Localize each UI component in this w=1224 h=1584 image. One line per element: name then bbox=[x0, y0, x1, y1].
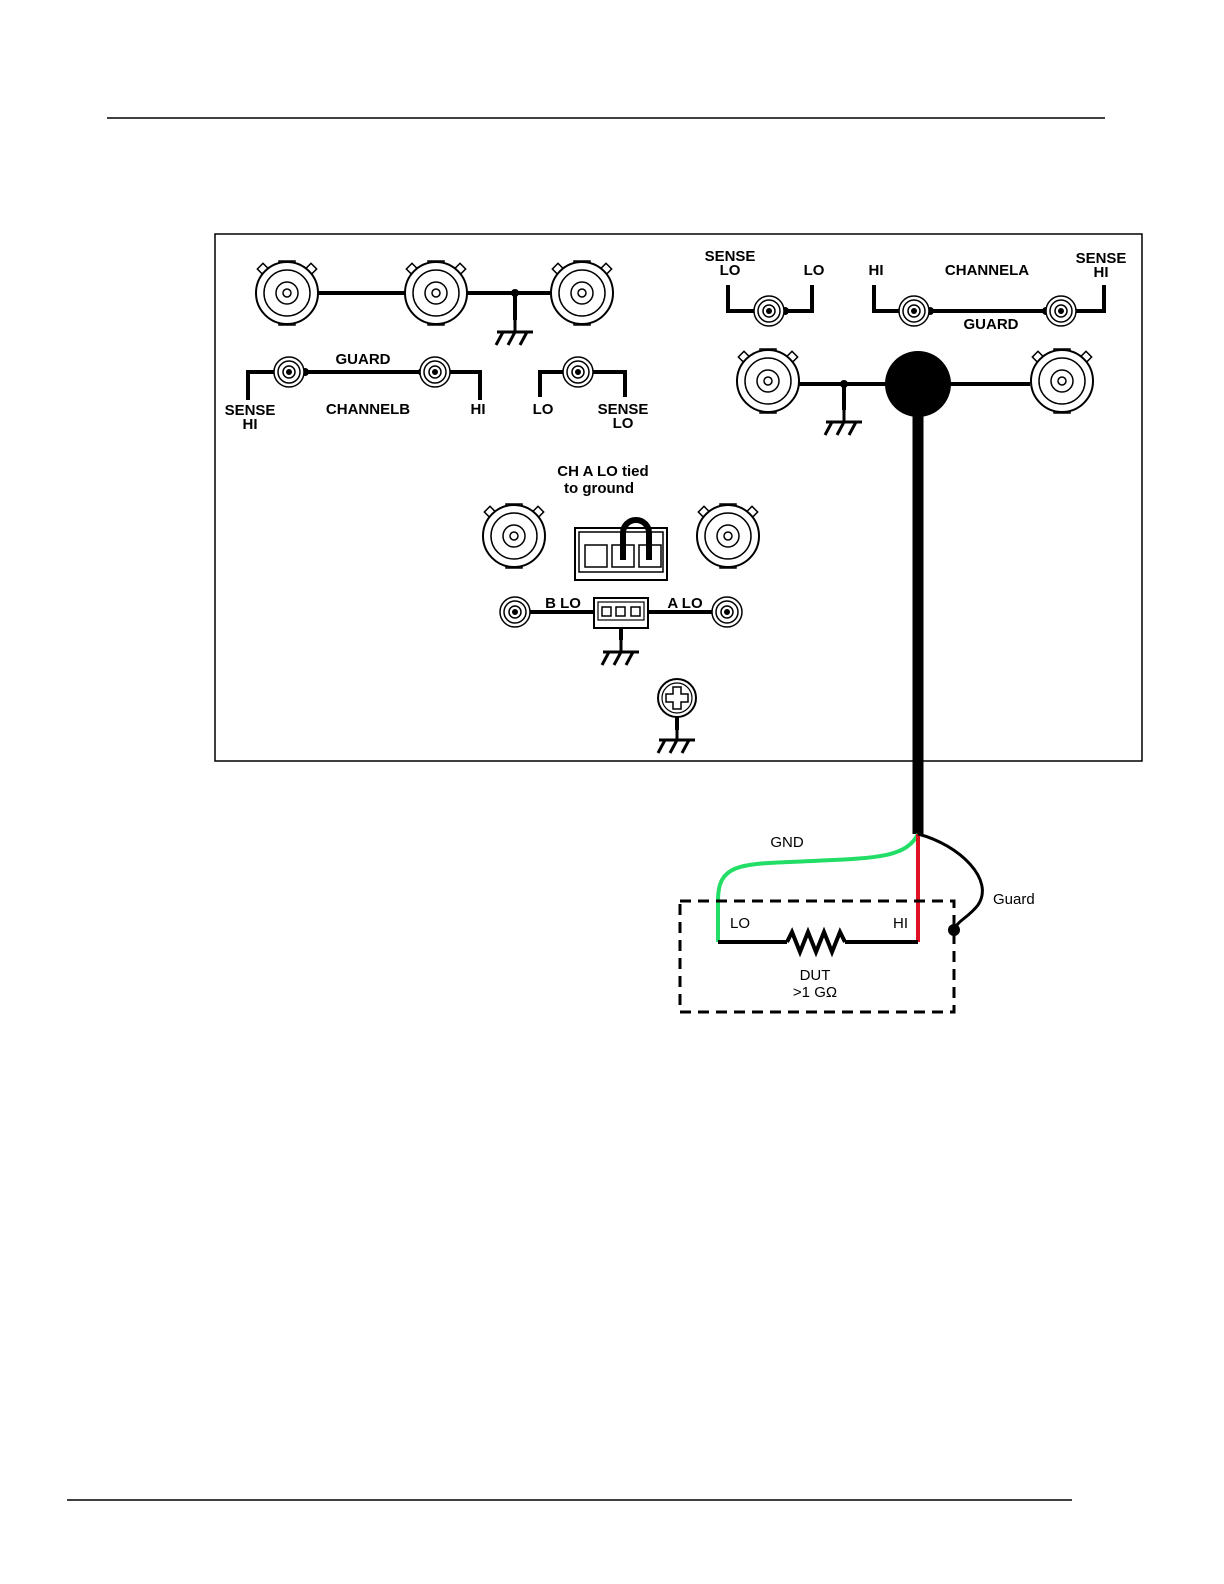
note-label: CH A LO tied bbox=[557, 463, 648, 480]
chassis-screw-icon bbox=[658, 679, 696, 717]
channel-b-lo-label: LO bbox=[533, 401, 554, 418]
resistor-icon bbox=[787, 932, 845, 952]
guard-node bbox=[948, 924, 960, 936]
triax-connector-icon bbox=[500, 597, 530, 627]
bnc-connector-icon bbox=[737, 349, 799, 413]
triax-connector-icon bbox=[274, 357, 304, 387]
lo-jumper-block-icon bbox=[594, 598, 648, 628]
bnc-connector-icon bbox=[483, 504, 545, 568]
bnc-connector-icon bbox=[551, 261, 613, 325]
dut-hi-label: HI bbox=[893, 915, 908, 932]
triax-connector-icon bbox=[712, 597, 742, 627]
ground-icon bbox=[658, 728, 695, 753]
bnc-connector-icon bbox=[405, 261, 467, 325]
b-lo-label: B LO bbox=[545, 595, 581, 612]
channel-a-hi-label: HI bbox=[869, 262, 884, 279]
channel-b-sense-lo-label: LO bbox=[613, 415, 634, 432]
dut-name-label: DUT bbox=[800, 967, 831, 984]
channel-a-sense-hi-label: HI bbox=[1094, 264, 1109, 281]
bnc-connector-icon bbox=[256, 261, 318, 325]
ground-icon bbox=[602, 640, 639, 665]
triax-connector-icon bbox=[899, 296, 929, 326]
terminal-block-icon bbox=[575, 520, 667, 580]
channel-b-hi-label: HI bbox=[471, 401, 486, 418]
bnc-connector-icon bbox=[697, 504, 759, 568]
bnc-connector-icon bbox=[1031, 349, 1093, 413]
channel-a-name-label: CHANNELA bbox=[945, 262, 1029, 279]
triax-connector-icon bbox=[1046, 296, 1076, 326]
triax-connector-icon bbox=[420, 357, 450, 387]
channel-a-guard-label: GUARD bbox=[964, 316, 1019, 333]
gnd-label: GND bbox=[770, 834, 804, 851]
channel-a-lo-label: LO bbox=[804, 262, 825, 279]
cable-connector bbox=[885, 351, 951, 417]
channel-b-guard-label: GUARD bbox=[336, 351, 391, 368]
triax-connector-icon bbox=[754, 296, 784, 326]
ground-icon bbox=[825, 410, 862, 435]
channel-b-sense-hi-label: HI bbox=[243, 416, 258, 433]
channel-b-name-label: CHANNELB bbox=[326, 401, 410, 418]
guard-wire bbox=[918, 834, 982, 930]
guard-label: Guard bbox=[993, 891, 1035, 908]
ground-icon bbox=[496, 320, 533, 345]
a-lo-label: A LO bbox=[667, 595, 703, 612]
channel-a-sense-lo-label: LO bbox=[720, 262, 741, 279]
triax-connector-icon bbox=[563, 357, 593, 387]
dut-value-label: >1 GΩ bbox=[793, 984, 837, 1001]
dut-lo-label: LO bbox=[730, 915, 750, 932]
note-label: to ground bbox=[564, 480, 634, 497]
